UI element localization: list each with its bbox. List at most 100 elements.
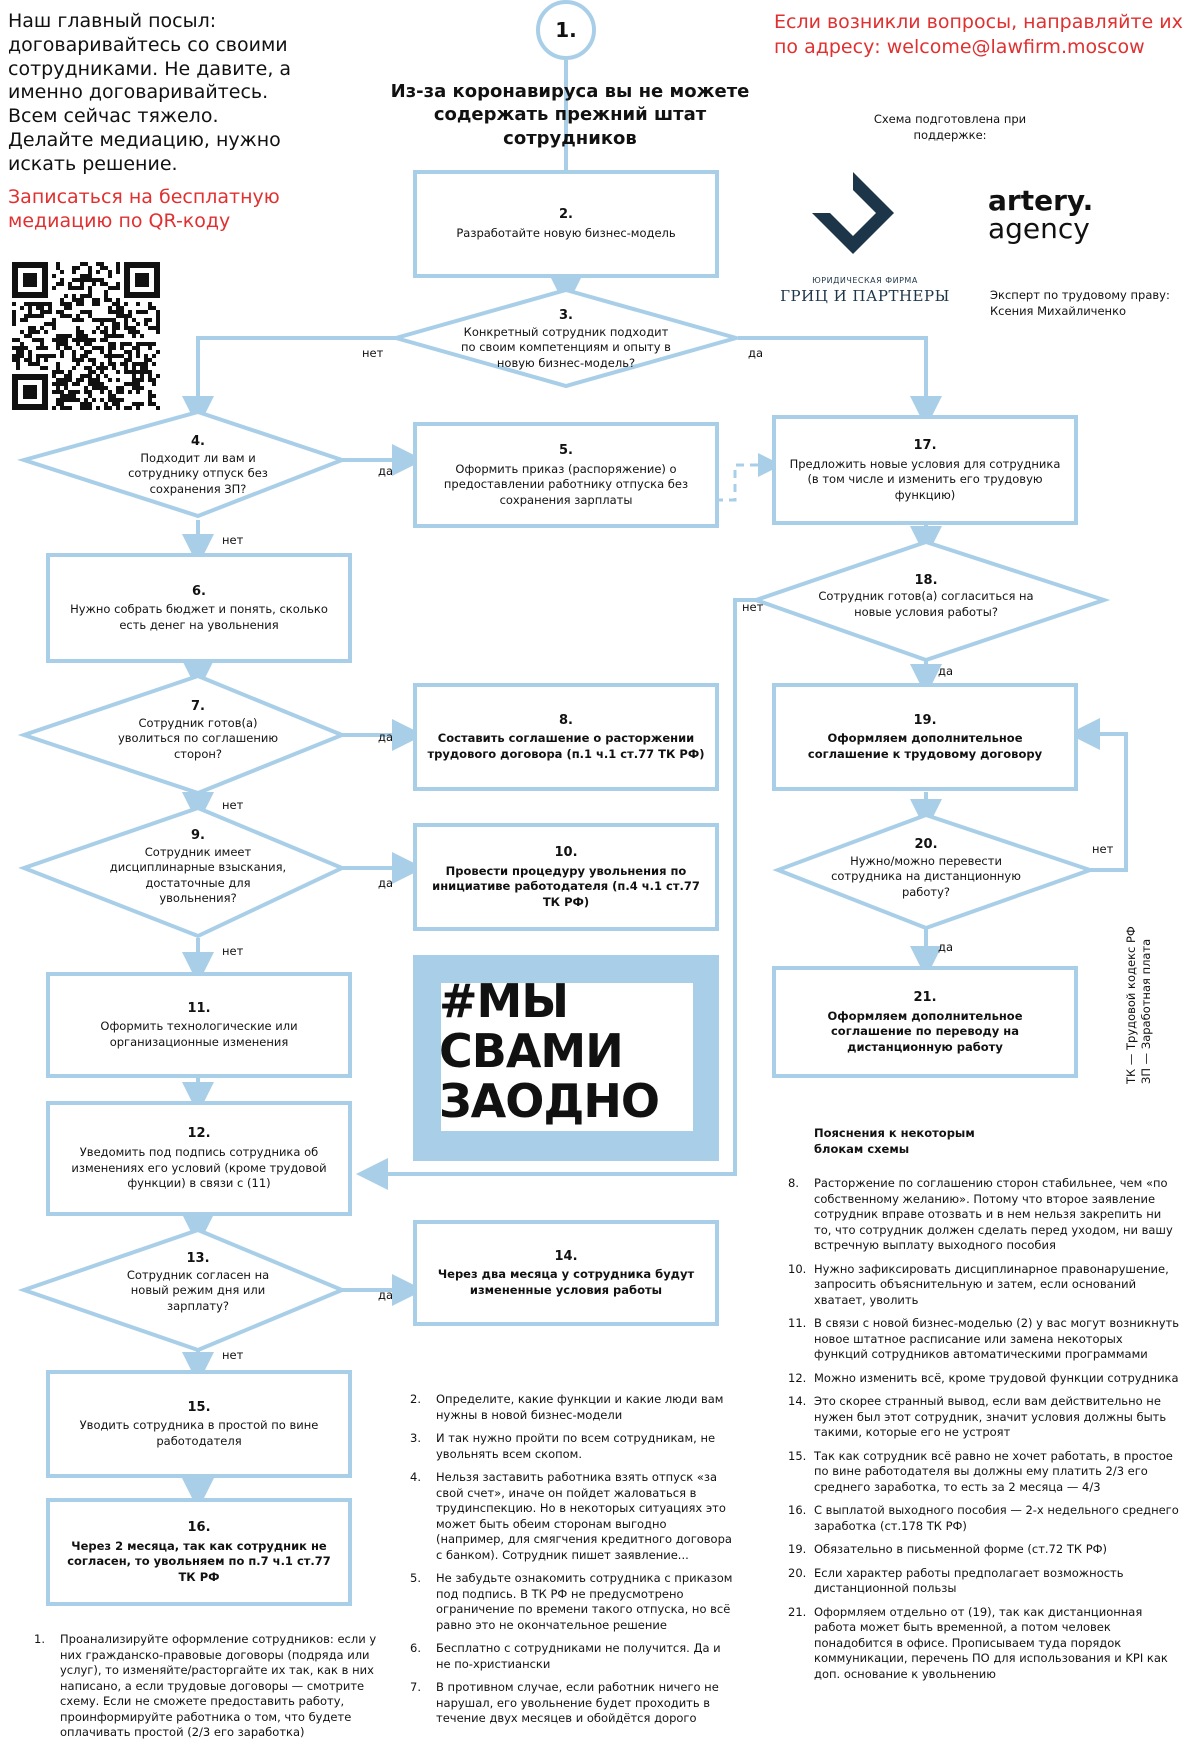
- note-number: 6.: [410, 1641, 421, 1656]
- step-number: 16.: [187, 1519, 211, 1535]
- step-text: Сотрудник готов(а) уволиться по соглашен…: [117, 715, 279, 761]
- note-number: 21.: [788, 1604, 807, 1619]
- label-no-4: нет: [222, 533, 244, 547]
- step-text: Подходит ли вам и сотруднику отпуск без …: [128, 450, 268, 496]
- step-8-box: 8. Составить соглашение о расторжении тр…: [413, 683, 719, 791]
- note-number: 12.: [788, 1370, 807, 1385]
- label-yes-9: да: [378, 876, 393, 890]
- note-number: 14.: [788, 1394, 807, 1409]
- note-item: 11. В связи с новой бизнес-моделью (2) у …: [788, 1316, 1180, 1363]
- step-text: Оформить технологические или организацио…: [100, 1019, 298, 1049]
- step-15-box: 15. Уводить сотрудника в простой по вине…: [46, 1370, 352, 1478]
- note-item: 2.Определите, какие функции и какие люди…: [410, 1392, 736, 1423]
- note-number: 11.: [788, 1316, 807, 1331]
- step-text: Оформляем дополнительное соглашение к тр…: [807, 731, 1043, 761]
- legend-zp: ЗП — Заработная плата: [1139, 938, 1153, 1084]
- note-number: 19.: [788, 1542, 807, 1557]
- step-text: Предложить новые условия для сотрудника …: [789, 456, 1061, 502]
- note-number: 16.: [788, 1503, 807, 1518]
- step-number: 20.: [914, 836, 938, 852]
- step-2-box: 2. Разработайте новую бизнес-модель: [413, 170, 719, 278]
- step-number: 19.: [913, 712, 937, 728]
- step-text: Сотрудник имеет дисциплинарные взыскания…: [109, 844, 287, 906]
- banner-text-line2: СВАМИ: [439, 1024, 624, 1078]
- step-7-decision: 7. Сотрудник готов(а) уволиться по согла…: [108, 690, 288, 770]
- step-6-box: 6. Нужно собрать бюджет и понять, скольк…: [46, 553, 352, 663]
- step-10-box: 10. Провести процедуру увольнения по ини…: [413, 823, 719, 931]
- step-13-decision: 13. Сотрудник согласен на новый режим дн…: [108, 1242, 288, 1322]
- step-20-decision: 20. Нужно/можно перевести сотрудника на …: [826, 828, 1026, 908]
- note-number: 1.: [34, 1632, 45, 1646]
- step-number: 14.: [554, 1248, 578, 1264]
- firm-caption: ЮРИДИЧЕСКАЯ ФИРМА: [812, 276, 918, 285]
- step-12-box: 12. Уведомить под подпись сотрудника об …: [46, 1101, 352, 1216]
- label-yes-7: да: [378, 730, 393, 744]
- firm-name: ГРИЦ И ПАРТНЕРЫ: [780, 287, 950, 305]
- label-no-18: нет: [742, 600, 764, 614]
- note-text: И так нужно пройти по всем сотрудникам, …: [436, 1431, 716, 1461]
- note-item: 12.Можно изменить всё, кроме трудовой фу…: [788, 1371, 1180, 1387]
- contact-email[interactable]: Если возникли вопросы, направляйте их по…: [774, 11, 1183, 58]
- step-19-box: 19. Оформляем дополнительное соглашение …: [772, 683, 1078, 791]
- step-4-decision: 4. Подходит ли вам и сотруднику отпуск б…: [108, 420, 288, 510]
- notes-heading: Пояснения к некоторым блокам схемы: [814, 1126, 975, 1156]
- grits-logo-icon: [808, 168, 894, 254]
- step-number: 21.: [913, 989, 937, 1005]
- notes-right-list: 8.Расторжение по соглашению сторон стаби…: [788, 1176, 1180, 1690]
- banner-text-line1: #МЫ: [439, 974, 569, 1028]
- note-item: 21.Оформляем отдельно от (19), так как д…: [788, 1605, 1180, 1683]
- note-text: В связи с новой бизнес-моделью (2) у вас…: [814, 1316, 1180, 1362]
- label-no-9: нет: [222, 944, 244, 958]
- note-text: Не забудьте ознакомить сотрудника с прик…: [436, 1571, 733, 1632]
- step-1-number: 1.: [555, 18, 577, 42]
- step-number: 7.: [191, 698, 205, 714]
- note-number: 8.: [788, 1176, 799, 1190]
- step-text: Нужно/можно перевести сотрудника на дист…: [831, 853, 1021, 899]
- step-number: 8.: [559, 712, 573, 728]
- step-number: 15.: [187, 1399, 211, 1415]
- mediation-signup-link[interactable]: Записаться на бесплатную медиацию по QR-…: [8, 186, 280, 232]
- step-text: Провести процедуру увольнения по инициат…: [432, 863, 700, 909]
- label-yes-4: да: [378, 464, 393, 478]
- step-text: Разработайте новую бизнес-модель: [456, 226, 676, 241]
- step-number: 13.: [186, 1250, 210, 1266]
- step-number: 17.: [913, 437, 937, 453]
- note-number: 20.: [788, 1565, 807, 1580]
- step-text: Через два месяца у сотрудника будут изме…: [437, 1267, 695, 1297]
- note-item: 20.Если характер работы предполагает воз…: [788, 1566, 1180, 1597]
- banner-text-line3: ЗАОДНО: [439, 1074, 660, 1128]
- step-17-box: 17. Предложить новые условия для сотрудн…: [772, 415, 1078, 525]
- step-text: Через 2 месяца, так как сотрудник не сог…: [67, 1538, 331, 1584]
- note-item: 19.Обязательно в письменной форме (ст.72…: [788, 1542, 1180, 1558]
- note-text: Так как сотрудник всё равно не хочет раб…: [814, 1448, 1173, 1494]
- note-number: 5.: [410, 1571, 421, 1586]
- note-text: Определите, какие функции и какие люди в…: [436, 1392, 724, 1422]
- qr-code[interactable]: [12, 262, 160, 410]
- note-number: 3.: [410, 1431, 421, 1446]
- support-heading: Схема подготовлена при поддержке:: [873, 112, 1027, 142]
- step-18-decision: 18. Сотрудник готов(а) согласиться на но…: [816, 556, 1036, 636]
- agency-logo-line2: agency: [988, 212, 1090, 245]
- note-text: Нужно зафиксировать дисциплинарное право…: [814, 1261, 1169, 1307]
- step-number: 4.: [191, 433, 205, 449]
- step-number: 9.: [191, 828, 205, 844]
- intro-message: Наш главный посыл: договаривайтесь со св…: [8, 10, 292, 175]
- label-no-7: нет: [222, 798, 244, 812]
- notes-middle-list: 2.Определите, какие функции и какие люди…: [410, 1392, 736, 1735]
- step-5-box: 5. Оформить приказ (распоряжение) о пред…: [413, 422, 719, 528]
- note-item: 16.С выплатой выходного пособия — 2-х не…: [788, 1503, 1180, 1534]
- note-text: В противном случае, если работник ничего…: [436, 1680, 719, 1726]
- step-16-box: 16. Через 2 месяца, так как сотрудник не…: [46, 1498, 352, 1606]
- step-text: Оформить приказ (распоряжение) о предост…: [443, 461, 689, 507]
- step-text: Нужно собрать бюджет и понять, сколько е…: [70, 602, 328, 632]
- label-yes-18: да: [938, 664, 953, 678]
- step-14-box: 14. Через два месяца у сотрудника будут …: [413, 1220, 719, 1326]
- step-number: 5.: [559, 442, 573, 458]
- note-item: 6.Бесплатно с сотрудниками не получится.…: [410, 1641, 736, 1672]
- note-item: 5. Не забудьте ознакомить сотрудника с пр…: [410, 1571, 736, 1633]
- note-item: 10.Нужно зафиксировать дисциплинарное пр…: [788, 1262, 1180, 1309]
- step-text: Уведомить под подпись сотрудника об изме…: [71, 1145, 327, 1191]
- note-text: Это скорее странный вывод, если вам дейс…: [814, 1394, 1167, 1440]
- step-number: 2.: [559, 207, 573, 223]
